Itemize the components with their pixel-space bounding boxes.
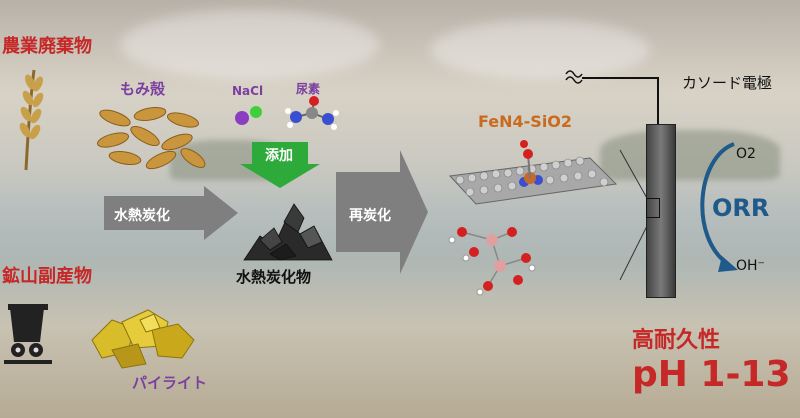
rice-plant-icon xyxy=(19,69,44,171)
ph-range-label: pH 1-13 xyxy=(632,354,791,395)
agri-waste-label: 農業廃棄物 xyxy=(2,36,92,57)
addition-arrow xyxy=(240,142,320,188)
addition-label: 添加 xyxy=(265,148,293,164)
hydrothermal-arrow xyxy=(104,186,238,240)
mine-cart-icon xyxy=(4,304,52,364)
catalyst-label: FeN4-SiO2 xyxy=(478,112,573,131)
hydrochar-icon xyxy=(243,203,333,261)
o2-label: O2 xyxy=(736,146,756,162)
electrode-zoom-box xyxy=(646,198,660,218)
background-treeline xyxy=(600,130,780,180)
pyrite-icon xyxy=(91,309,195,369)
recarbonization-arrow xyxy=(336,150,428,274)
hydrochar-label: 水熱炭化物 xyxy=(236,268,312,286)
rice-husk-icon xyxy=(96,106,206,170)
orr-arrow xyxy=(700,142,738,272)
cathode-label: カソード電極 xyxy=(682,74,773,92)
electrode-wire xyxy=(565,70,659,124)
urea-molecule-icon xyxy=(285,96,339,130)
oh-label: OH⁻ xyxy=(736,258,765,274)
recarbonization-label: 再炭化 xyxy=(349,208,391,224)
mining-byproduct-label: 鉱山副産物 xyxy=(2,266,92,287)
durability-label: 高耐久性 xyxy=(632,328,721,353)
zoom-bracket-lines xyxy=(619,149,649,281)
background-cloud xyxy=(430,20,650,80)
urea-label: 尿素 xyxy=(296,82,321,96)
nacl-molecule-icon xyxy=(235,106,262,125)
catalyst-structure-icon xyxy=(448,140,618,296)
background-cloud xyxy=(120,10,380,80)
orr-label: ORR xyxy=(712,194,770,222)
hydrothermal-label: 水熱炭化 xyxy=(114,208,170,224)
nacl-label: NaCl xyxy=(232,84,264,98)
rice-husk-label: もみ殻 xyxy=(120,80,166,98)
pyrite-label: パイライト xyxy=(132,374,208,392)
cathode-electrode xyxy=(646,124,676,298)
